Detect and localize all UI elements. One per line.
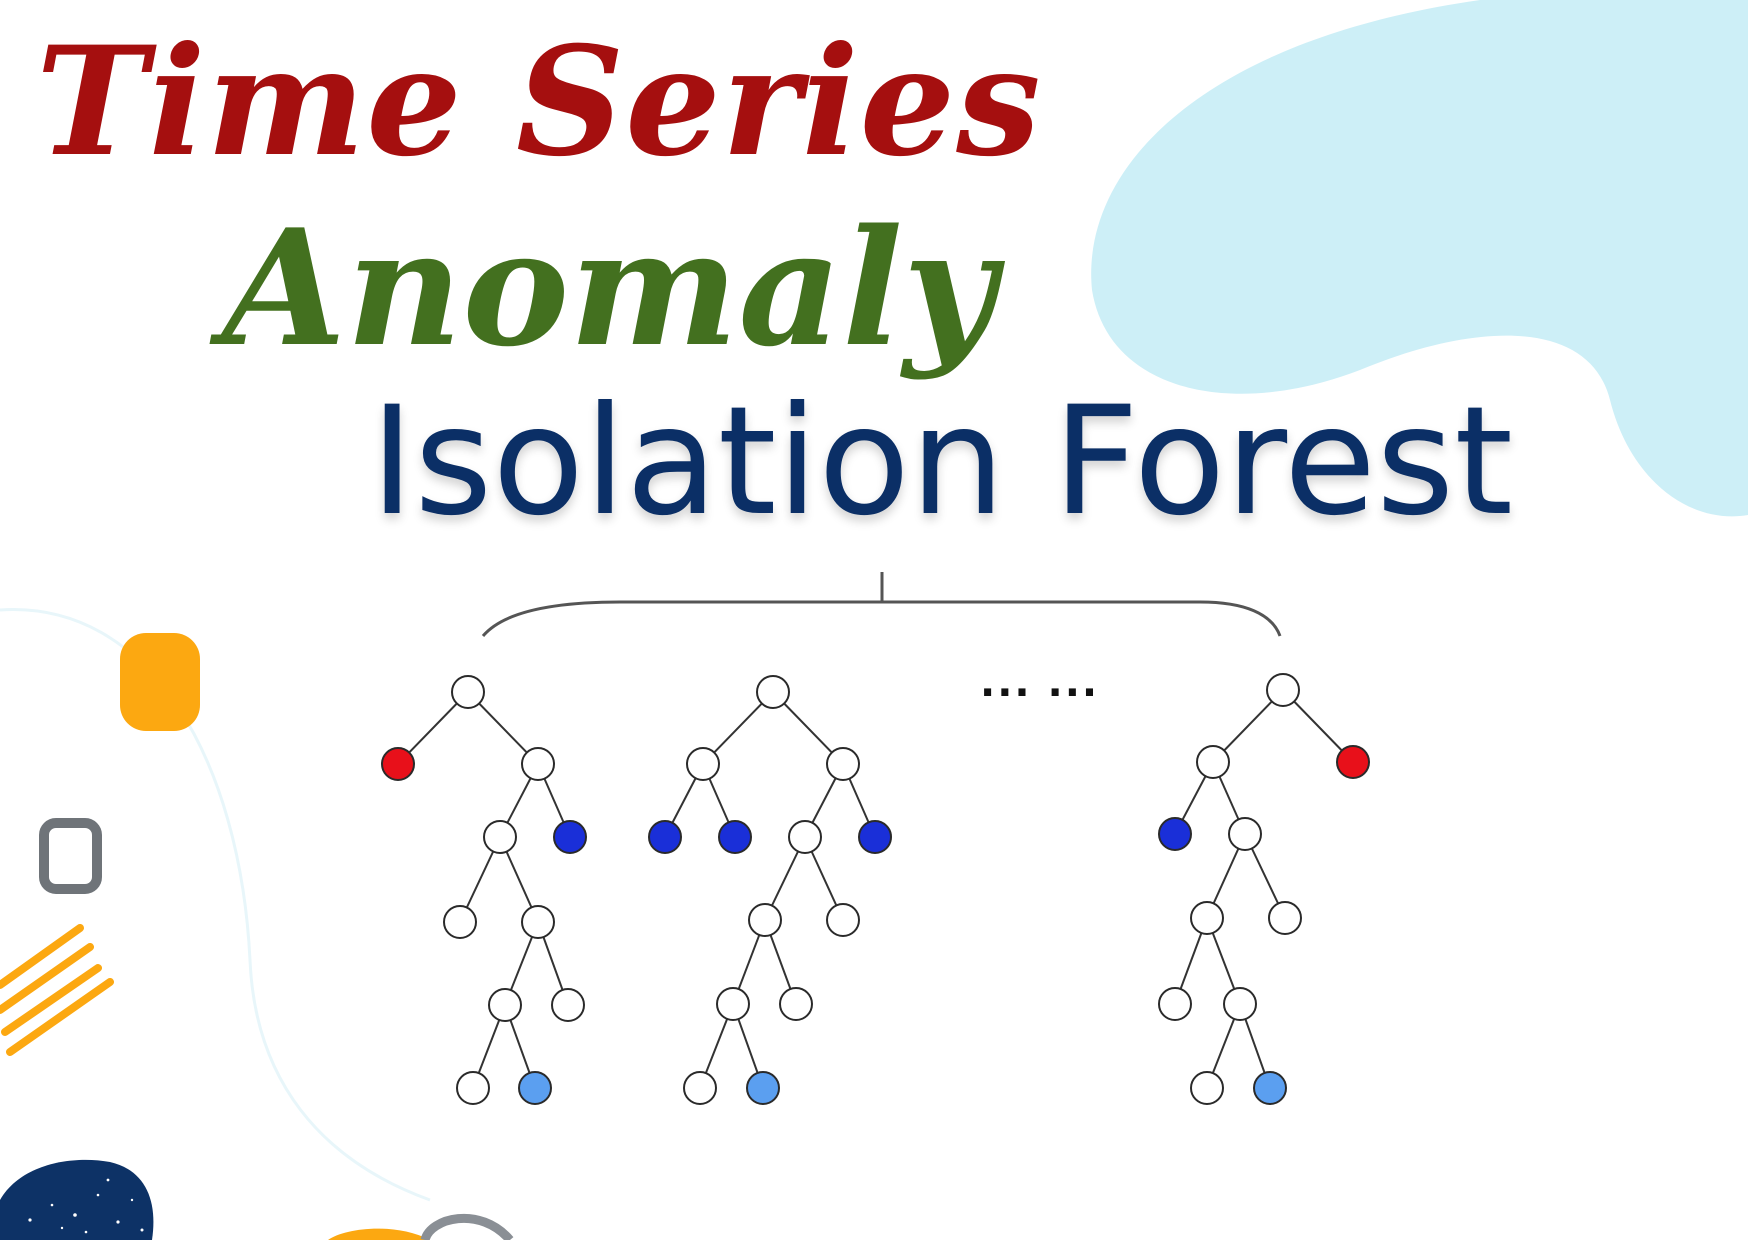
tree-node-isolated — [553, 820, 587, 854]
tree-node-internal — [779, 987, 813, 1021]
tree-node-internal — [1196, 745, 1230, 779]
tree-node-internal — [456, 1071, 490, 1105]
tree-node-internal — [1228, 817, 1262, 851]
tree-node-internal — [551, 988, 585, 1022]
tree-node-internal — [683, 1071, 717, 1105]
title-anomaly: Anomaly — [222, 194, 996, 382]
tree-node-isolated — [1158, 817, 1192, 851]
tree-node-internal — [748, 903, 782, 937]
tree-node-internal — [1223, 987, 1257, 1021]
tree-node-anomaly — [1336, 745, 1370, 779]
trees-layer — [381, 673, 1370, 1105]
orange-rounded-square — [120, 633, 200, 731]
title-time-series: Time Series — [36, 14, 1042, 190]
faint-white-wave — [0, 608, 431, 1202]
trees-ellipsis: ... ... — [980, 660, 1100, 706]
light-blue-blob — [1091, 0, 1748, 517]
tree-node-internal — [1158, 987, 1192, 1021]
tree-node-internal — [488, 988, 522, 1022]
tree-node-isolated — [718, 820, 752, 854]
navy-speckled-blob — [0, 1159, 154, 1240]
tree-node-isolated — [858, 820, 892, 854]
tree-1 — [381, 675, 587, 1105]
title-isolation-forest: Isolation Forest — [370, 375, 1514, 549]
tree-node-internal — [483, 820, 517, 854]
tree-node-internal — [716, 987, 750, 1021]
tree-node-isolated — [648, 820, 682, 854]
forest-bracket — [481, 600, 1282, 637]
gray-bottom-ring — [420, 1213, 514, 1240]
tree-node-internal — [1268, 901, 1302, 935]
tree-node-internal — [451, 675, 485, 709]
tree-node-internal — [1190, 901, 1224, 935]
tree-node-normal — [1253, 1071, 1287, 1105]
tree-n — [1158, 673, 1370, 1105]
tree-node-internal — [756, 675, 790, 709]
navy-blob-speckles — [28, 1178, 144, 1234]
orange-stripes — [0, 924, 114, 1056]
tree-node-normal — [746, 1071, 780, 1105]
tree-node-internal — [521, 747, 555, 781]
gray-rounded-square-outline — [39, 818, 102, 894]
tree-node-internal — [521, 905, 555, 939]
tree-node-internal — [686, 747, 720, 781]
tree-node-normal — [518, 1071, 552, 1105]
tree-node-internal — [1266, 673, 1300, 707]
tree-node-anomaly — [381, 747, 415, 781]
tree-node-internal — [826, 903, 860, 937]
tree-node-internal — [788, 820, 822, 854]
orange-bottom-shape — [328, 1228, 430, 1240]
tree-node-internal — [443, 905, 477, 939]
tree-node-internal — [826, 747, 860, 781]
tree-2 — [648, 675, 892, 1105]
tree-node-internal — [1190, 1071, 1224, 1105]
